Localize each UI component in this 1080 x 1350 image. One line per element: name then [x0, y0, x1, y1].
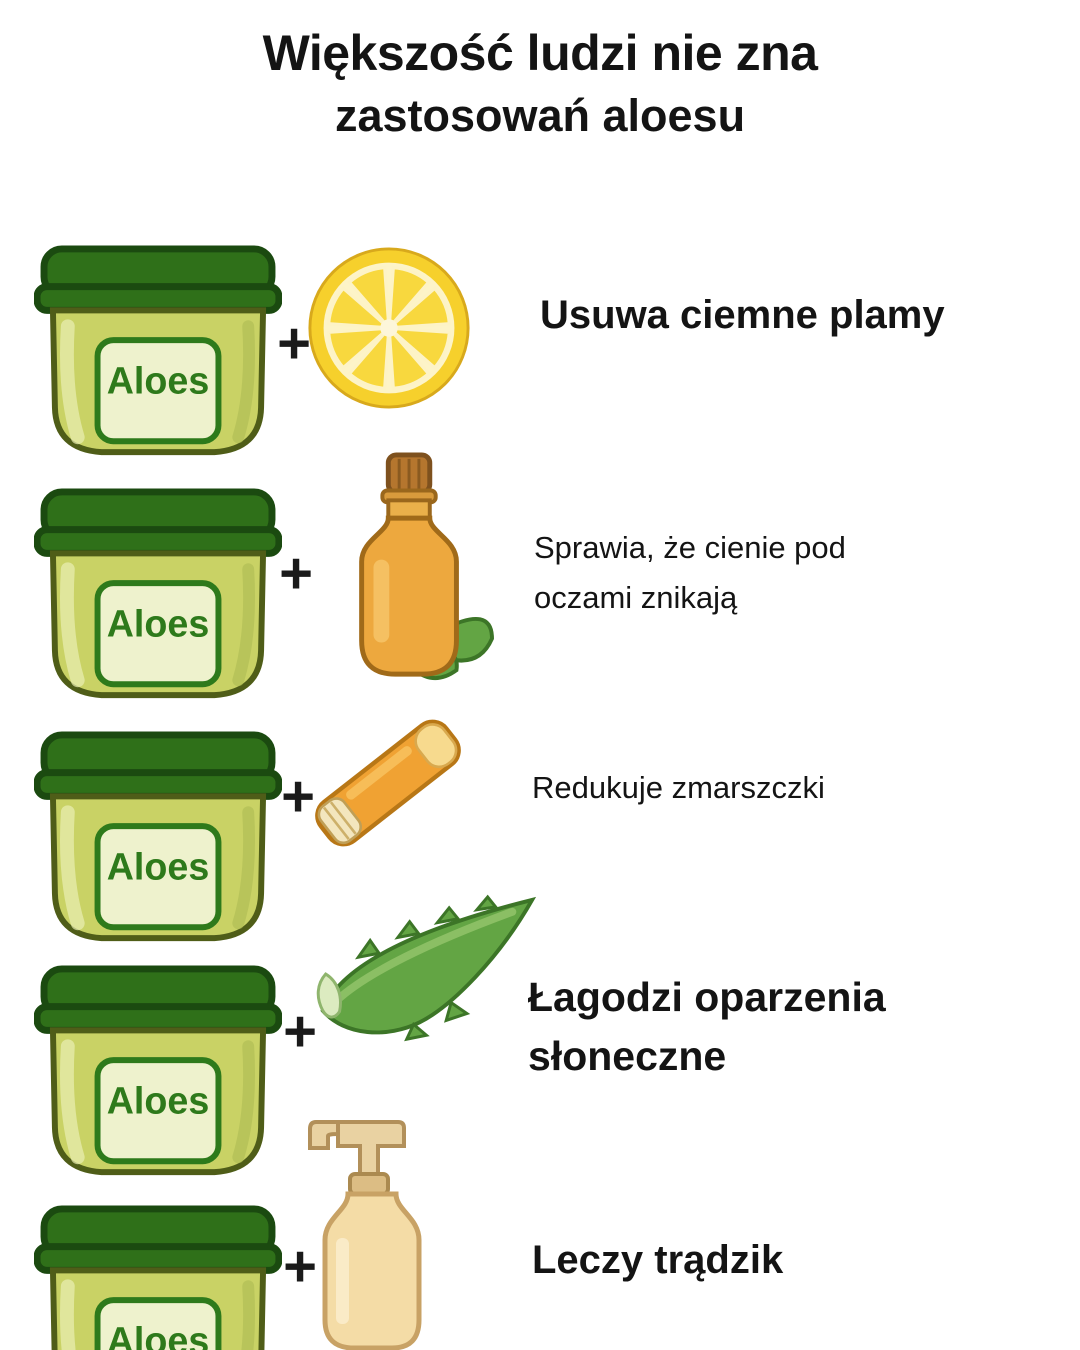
aloe-jar-illustration: Aloes [34, 486, 282, 709]
jar-label-text: Aloes [107, 1320, 210, 1350]
caption-sunburn: Łagodzi oparzenia słoneczne [528, 968, 886, 1087]
caption-wrinkles: Redukuje zmarszczki [532, 770, 825, 806]
balm-stick-icon [296, 700, 480, 866]
aloe-jar-illustration: Aloes [34, 963, 282, 1186]
caption-acne: Leczy trądzik [532, 1238, 783, 1283]
caption-line: Leczy trądzik [532, 1238, 784, 1282]
aloe-jar: Aloes [34, 965, 282, 1176]
aloe-jar: Aloes [34, 245, 282, 456]
jar-label-text: Aloes [107, 603, 210, 645]
jar-lid-rim [34, 283, 282, 314]
plus-icon: + [279, 541, 313, 606]
oil-bottle-icon [328, 449, 496, 686]
jar-label-text: Aloes [107, 360, 210, 402]
jar-label-plate [94, 337, 222, 445]
aloe-jar-illustration: Aloes [34, 1203, 282, 1350]
plus-icon: + [281, 764, 315, 829]
caption-line: Sprawia, że cienie pod [534, 530, 846, 565]
jar-label-text: Aloes [107, 1080, 210, 1122]
plus-icon: + [283, 999, 317, 1064]
aloe-jar: Aloes [34, 1205, 282, 1350]
caption-line: słoneczne [528, 1033, 727, 1080]
pump-bottle-icon [298, 1096, 448, 1350]
caption-line: Usuwa ciemne plamy [540, 293, 945, 337]
caption-under-eye: Sprawia, że cienie pod oczami znikają [534, 523, 846, 622]
jar-label-text: Aloes [107, 846, 210, 888]
aloe-leaf-icon [303, 890, 540, 1058]
aloe-jar: Aloes [34, 488, 282, 699]
plus-icon: + [283, 1234, 317, 1299]
title: Większość ludzi nie zna zastosowań aloes… [0, 24, 1080, 142]
plus-icon: + [277, 311, 311, 376]
caption-line: Łagodzi oparzenia [528, 974, 886, 1020]
aloe-jar-illustration: Aloes [34, 243, 282, 466]
caption-dark-spots: Usuwa ciemne plamy [540, 293, 945, 338]
aloe-jar-illustration: Aloes [34, 729, 282, 952]
title-line-1: Większość ludzi nie zna [262, 25, 818, 81]
title-line-2: zastosowań aloesu [334, 90, 746, 141]
caption-line: Redukuje zmarszczki [532, 770, 825, 805]
aloe-jar: Aloes [34, 731, 282, 942]
lemon-slice-icon [306, 245, 472, 411]
caption-line: oczami znikają [534, 579, 738, 615]
